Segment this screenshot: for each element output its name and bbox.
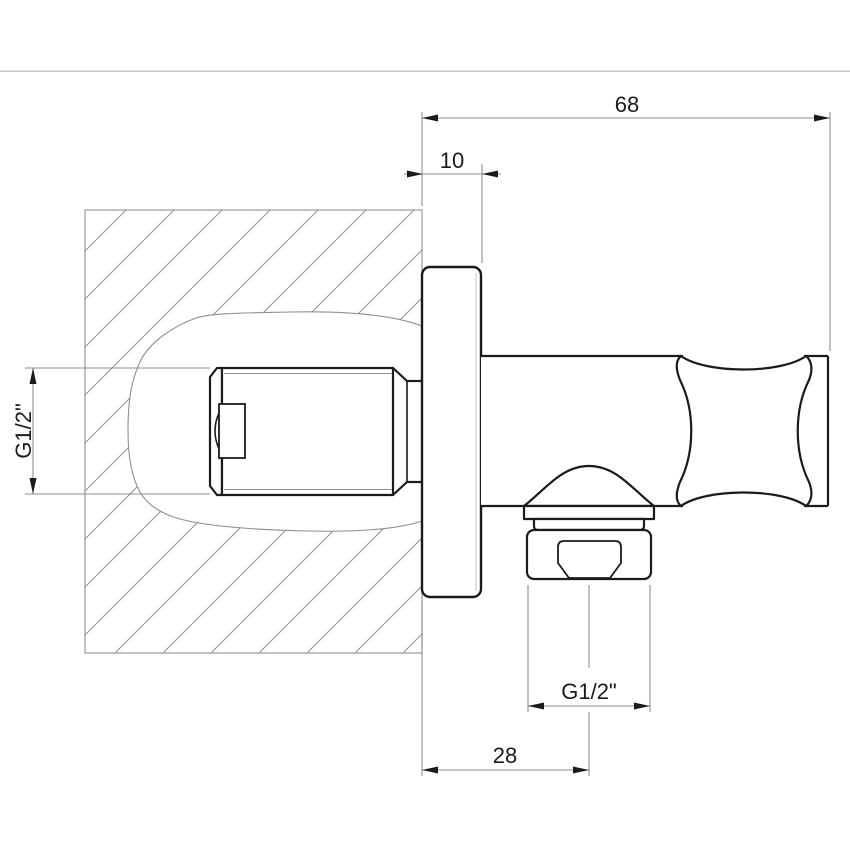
dim-label-28: 28 bbox=[493, 743, 517, 768]
inlet-fitting-thread-body bbox=[220, 366, 395, 497]
arrowhead-right bbox=[634, 702, 650, 710]
arrowhead-left bbox=[528, 702, 544, 710]
arrowhead-left bbox=[407, 170, 423, 178]
dim-label-68: 68 bbox=[615, 92, 639, 117]
arrowhead-left bbox=[422, 114, 438, 122]
inlet-fitting-wrench-flat bbox=[214, 403, 246, 459]
outlet-dome bbox=[522, 464, 656, 508]
arrowhead-down bbox=[29, 478, 37, 494]
arrowhead-up bbox=[29, 368, 37, 384]
dim-label-g12-outlet: G1/2" bbox=[561, 679, 617, 704]
outlet-connection bbox=[522, 464, 656, 581]
inlet-fitting bbox=[208, 366, 423, 497]
holder-bracket bbox=[675, 354, 813, 508]
outlet-neck-ring bbox=[532, 517, 646, 532]
inlet-fitting-taper bbox=[392, 367, 423, 496]
dimension-g12-outlet: G1/2" bbox=[527, 585, 651, 712]
dimension-g12-inlet-extensions bbox=[25, 367, 210, 495]
dimension-g12-inlet: G1/2" bbox=[11, 368, 37, 494]
dim-label-g12-inlet: G1/2" bbox=[11, 403, 36, 459]
outlet-hex-nut-face bbox=[557, 540, 622, 579]
header-divider-line bbox=[0, 70, 850, 72]
recess-pocket-outline bbox=[127, 311, 423, 532]
dimension-28: 28 bbox=[421, 585, 590, 776]
arrowhead-right bbox=[814, 114, 830, 122]
arrowhead-right bbox=[573, 766, 589, 774]
arrowhead-right bbox=[482, 170, 498, 178]
arrowhead-left bbox=[422, 766, 438, 774]
outlet-flange bbox=[522, 504, 656, 521]
dimension-68: 68 bbox=[421, 92, 831, 351]
escutcheon-plate bbox=[420, 265, 483, 599]
dim-label-10: 10 bbox=[440, 148, 464, 173]
dimension-10: 10 bbox=[404, 148, 501, 263]
